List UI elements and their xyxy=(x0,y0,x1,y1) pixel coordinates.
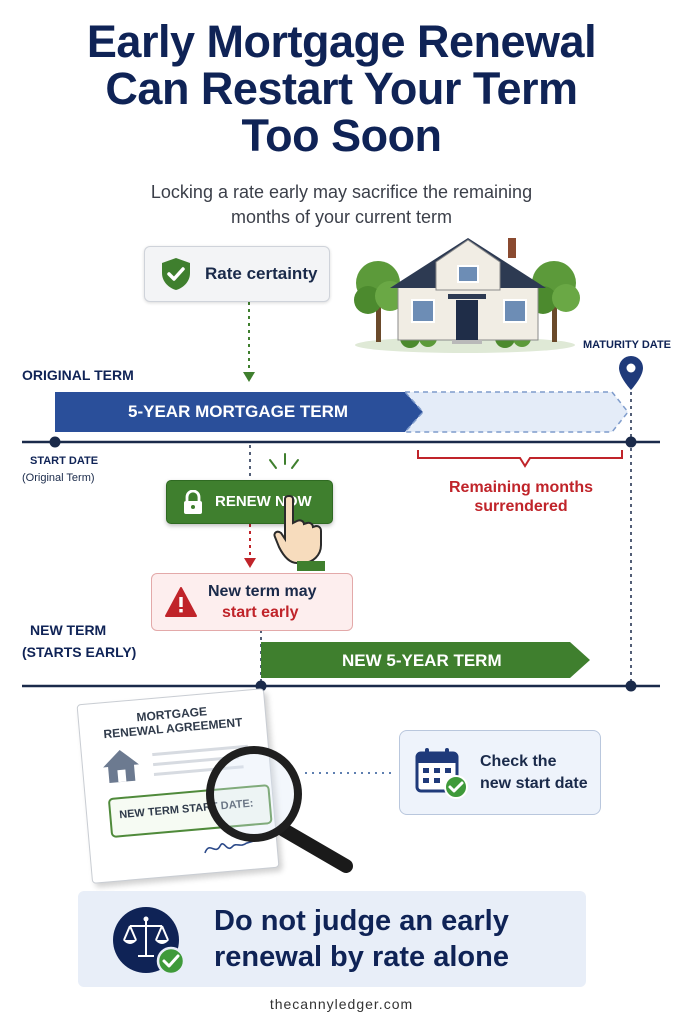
rate-certainty-label: Rate certainty xyxy=(205,264,318,283)
click-sparkle-icon xyxy=(269,453,299,469)
pointing-hand-icon xyxy=(273,495,325,571)
remaining-term-bar xyxy=(403,391,629,433)
start-date-label: START DATE xyxy=(30,455,99,467)
warning-triangle-icon xyxy=(165,587,197,617)
start-date-sublabel: (Original Term) xyxy=(22,472,95,484)
subtitle-line-2: months of your current term xyxy=(230,207,453,227)
original-term-bar xyxy=(55,392,423,432)
new-term-sublabel: (STARTS EARLY) xyxy=(22,644,137,660)
page-title: Early Mortgage Renewal Can Restart Your … xyxy=(0,18,683,159)
new-term-bar-label: NEW 5-YEAR TERM xyxy=(342,651,502,670)
magnifying-glass-icon xyxy=(206,746,353,873)
new-term-label: NEW TERM xyxy=(30,622,107,638)
maturity-date-label: MATURITY DATE xyxy=(583,339,671,351)
footer-site-url[interactable]: thecannyledger.com xyxy=(269,996,414,1012)
warning-connector-arrow xyxy=(244,558,256,568)
warning-line-1: New term may xyxy=(208,583,317,600)
house-illustration xyxy=(354,238,580,353)
title-line-2: Can Restart Your Term xyxy=(105,63,578,114)
signature-icon xyxy=(204,839,257,854)
check-card-line-1: Check the xyxy=(480,753,557,770)
shield-check-icon xyxy=(162,258,190,290)
location-pin-icon xyxy=(619,356,643,390)
new-maturity-marker xyxy=(625,680,637,692)
bottom-takeaway-banner: Do not judge an early renewal by rate al… xyxy=(78,891,586,987)
new-term-bar xyxy=(261,642,590,678)
start-date-marker xyxy=(49,436,61,448)
title-line-3: Too Soon xyxy=(241,110,442,161)
remaining-months-label: Remaining months surrendered xyxy=(418,478,624,516)
house-icon xyxy=(103,749,139,783)
remaining-line-1: Remaining months xyxy=(448,479,593,496)
calendar-check-icon xyxy=(415,748,468,799)
subtitle: Locking a rate early may sacrifice the r… xyxy=(60,180,623,230)
scales-of-justice-icon xyxy=(113,907,186,976)
renewal-agreement-document: MORTGAGE RENEWAL AGREEMENT NEW TERM STAR… xyxy=(76,688,280,884)
title-line-1: Early Mortgage Renewal xyxy=(86,16,597,67)
new-term-warning-card: New term may start early xyxy=(151,573,353,631)
remaining-bracket xyxy=(417,450,623,468)
rate-certainty-card: Rate certainty xyxy=(144,246,330,302)
check-card-line-2: new start date xyxy=(480,775,588,792)
lock-icon xyxy=(184,490,202,514)
banner-line-1: Do not judge an early xyxy=(214,905,509,937)
original-term-bar-label: 5-YEAR MORTGAGE TERM xyxy=(128,402,349,421)
warning-line-2: start early xyxy=(222,604,299,621)
check-start-date-card: Check the new start date xyxy=(399,730,601,815)
subtitle-line-1: Locking a rate early may sacrifice the r… xyxy=(150,182,533,202)
original-term-label: ORIGINAL TERM xyxy=(22,367,134,383)
remaining-line-2: surrendered xyxy=(474,498,568,515)
rate-connector-arrow xyxy=(243,372,255,382)
banner-line-2: renewal by rate alone xyxy=(214,941,509,973)
